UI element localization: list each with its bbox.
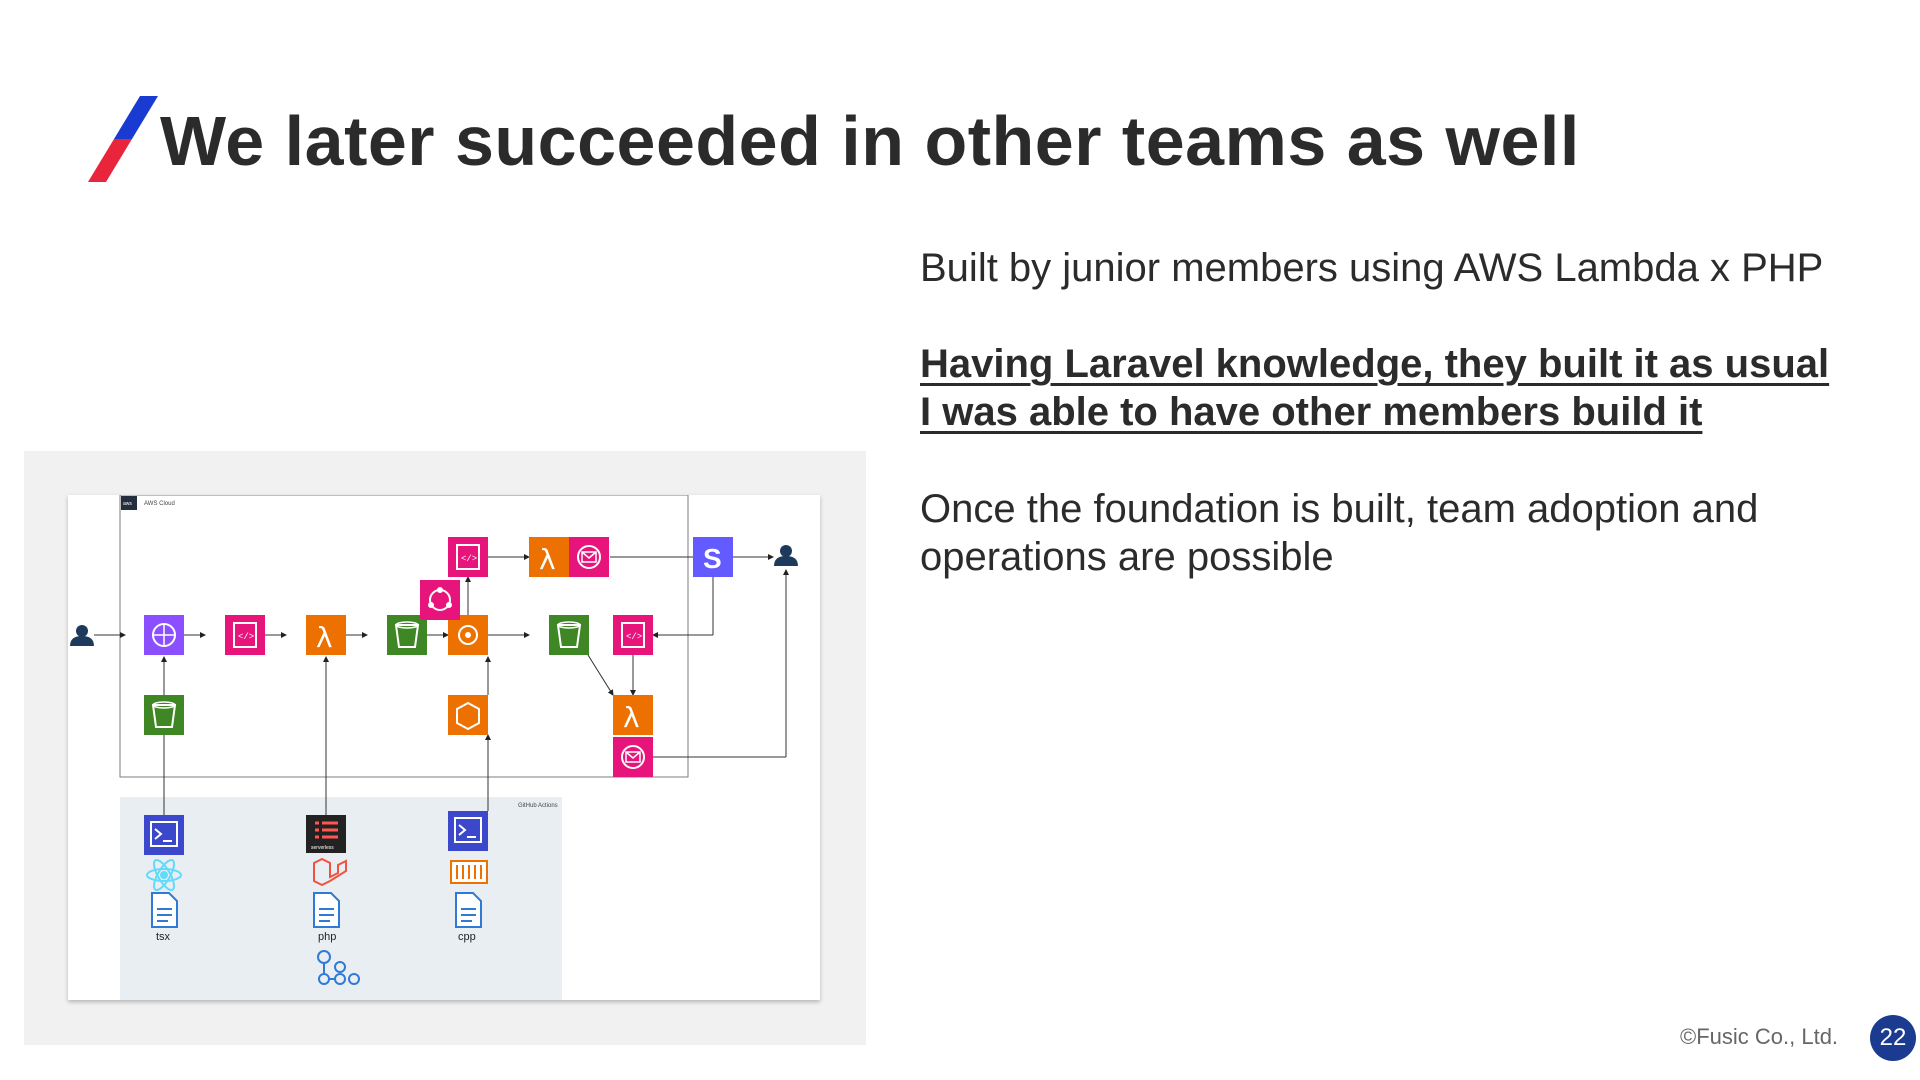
sns-icon <box>613 737 653 777</box>
s3-bucket-icon <box>144 695 184 735</box>
aws-cloud-logo-icon <box>121 496 137 510</box>
terminal-icon <box>448 811 488 851</box>
svg-text:λ: λ <box>539 543 556 576</box>
paragraph-laravel-knowledge: Having Laravel knowledge, they built it … <box>920 342 1830 386</box>
architecture-diagram: GitHub Actions aws AWS Cloud <box>68 495 820 1000</box>
eventbridge-icon <box>420 580 460 620</box>
step-functions-icon <box>448 615 488 655</box>
svg-text:</>: </> <box>238 632 254 642</box>
file-label-php: php <box>318 931 336 943</box>
laravel-icon <box>313 857 347 887</box>
api-gateway-icon: </> <box>448 537 488 577</box>
footer-copyright: ©Fusic Co., Ltd. <box>1680 1024 1839 1049</box>
paragraph-other-members: I was able to have other members build i… <box>920 390 1703 434</box>
user-icon <box>70 625 94 646</box>
user-icon <box>774 545 798 566</box>
lambda-icon: λ <box>613 695 653 735</box>
svg-text:aws: aws <box>123 501 132 507</box>
file-icon <box>151 892 178 928</box>
paragraph-foundation-line2: operations are possible <box>920 535 1334 579</box>
serverless-icon: serverless <box>306 815 346 853</box>
slide-title: We later succeeded in other teams as wel… <box>160 102 1580 180</box>
terminal-icon <box>144 815 184 855</box>
architecture-diagram-svg: GitHub Actions aws AWS Cloud <box>70 495 798 1000</box>
svg-text:</>: </> <box>461 554 477 564</box>
file-icon <box>313 892 340 928</box>
api-gateway-icon: </> <box>613 615 653 655</box>
svg-text:λ: λ <box>623 701 640 734</box>
file-label-cpp: cpp <box>458 931 476 943</box>
svg-text:λ: λ <box>316 621 333 654</box>
svg-text:</>: </> <box>626 632 642 642</box>
svg-text:serverless: serverless <box>311 845 334 851</box>
title-accent-slash <box>88 96 158 182</box>
svg-text:S: S <box>703 543 722 574</box>
lambda-icon: λ <box>306 615 346 655</box>
react-icon <box>146 858 182 892</box>
file-icon <box>455 892 482 928</box>
aws-cloud-label: AWS Cloud <box>144 501 175 507</box>
lambda-icon: λ <box>529 537 569 577</box>
ecr-icon <box>448 695 488 735</box>
cloudfront-icon <box>144 615 184 655</box>
stripe-icon: S <box>693 537 733 577</box>
docker-icon <box>450 860 488 884</box>
file-label-tsx: tsx <box>156 931 171 943</box>
paragraph-lambda-php: Built by junior members using AWS Lambda… <box>920 246 1824 290</box>
github-actions-icon <box>317 950 360 985</box>
sns-icon <box>569 537 609 577</box>
api-gateway-icon: </> <box>225 615 265 655</box>
paragraph-foundation-line1: Once the foundation is built, team adopt… <box>920 487 1759 531</box>
s3-bucket-icon <box>387 615 427 655</box>
github-actions-label: GitHub Actions <box>518 803 558 809</box>
page-number-badge: 22 <box>1870 1015 1916 1061</box>
s3-bucket-icon <box>549 615 589 655</box>
